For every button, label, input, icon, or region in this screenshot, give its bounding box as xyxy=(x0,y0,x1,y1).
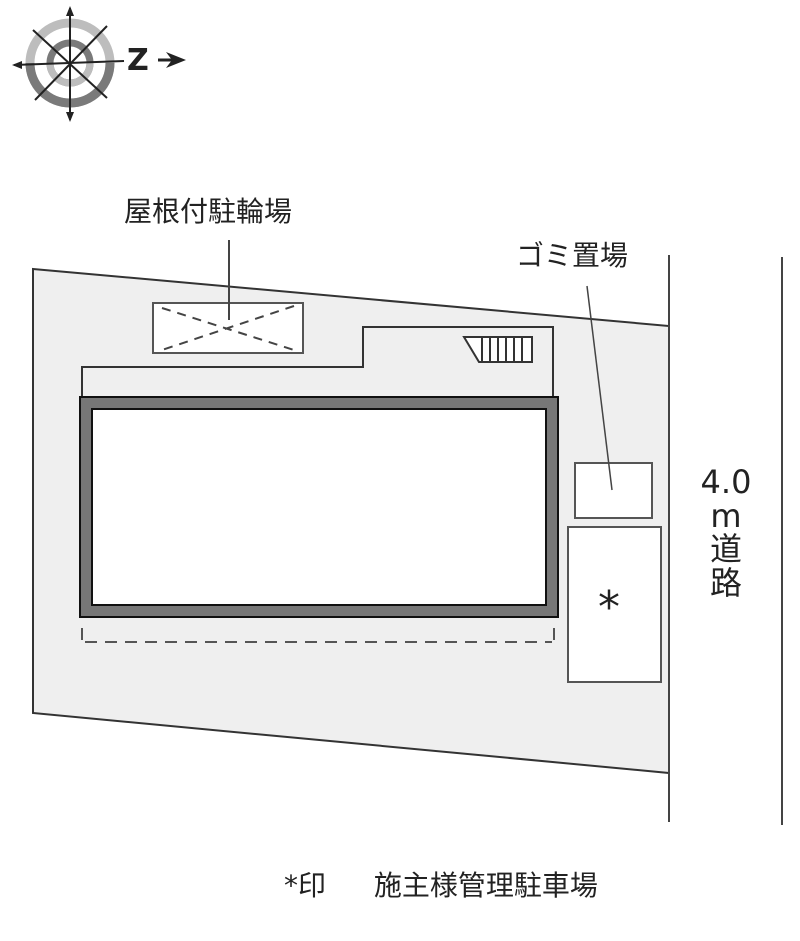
bicycle-parking-area xyxy=(152,240,304,354)
building xyxy=(79,396,559,618)
eaves-dashed-line xyxy=(81,628,555,643)
legend-mark: *印 xyxy=(284,869,327,902)
north-label: Z xyxy=(127,43,149,78)
garbage-area-label: ゴミ置場 xyxy=(516,239,629,272)
parking-mark: * xyxy=(598,582,620,633)
garbage-area xyxy=(574,285,653,519)
roof-outline xyxy=(81,326,554,396)
road-text-1: 道 xyxy=(709,530,742,569)
legend-text: 施主様管理駐車場 xyxy=(373,869,598,902)
north-arrow-icon xyxy=(166,52,186,68)
road-width: 4.0 xyxy=(700,463,752,501)
compass-rose-icon xyxy=(12,6,186,122)
legend: *印 施主様管理駐車場 xyxy=(284,872,598,900)
road-unit: m xyxy=(710,496,742,535)
owner-parking-space xyxy=(567,526,662,683)
bicycle-parking-label: 屋根付駐輪場 xyxy=(124,195,293,228)
stairs-icon xyxy=(462,336,533,363)
road-text-2: 路 xyxy=(709,563,742,602)
road-label: 4.0 m 道 路 xyxy=(696,463,756,602)
